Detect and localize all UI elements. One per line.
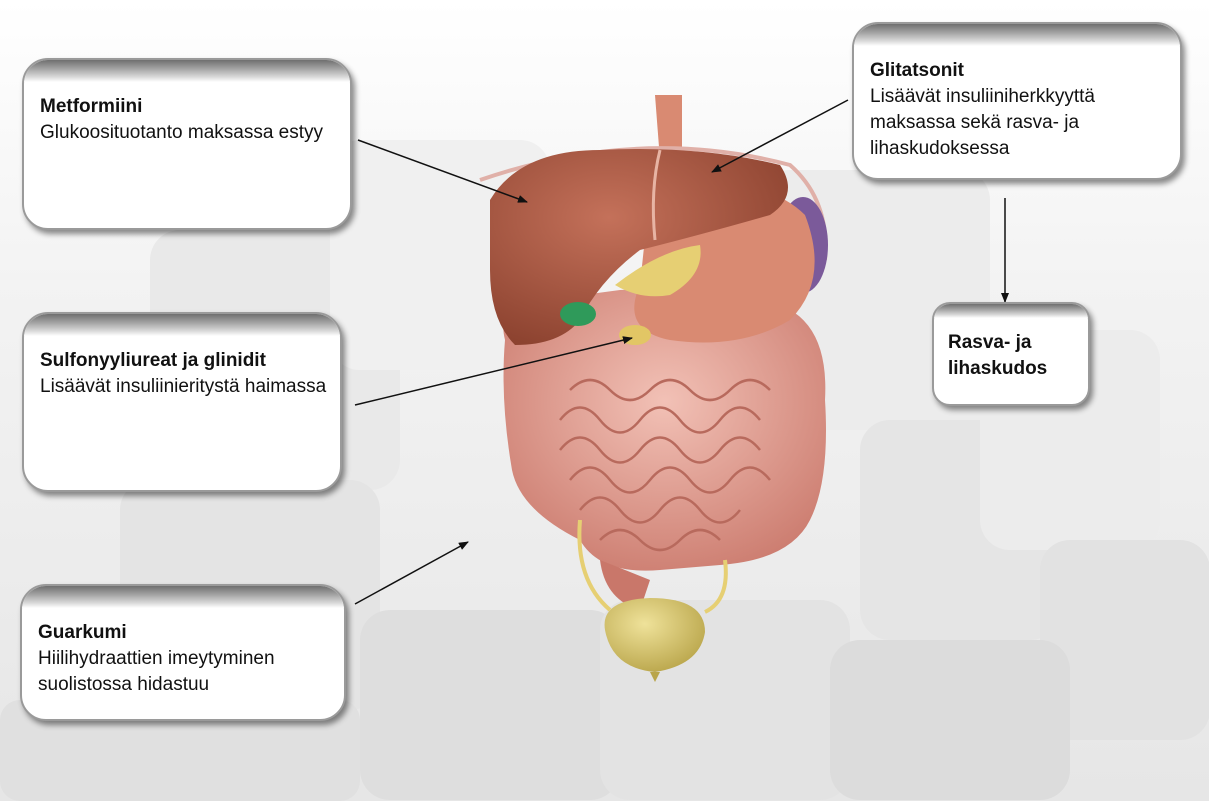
callout-header-band xyxy=(934,304,1088,318)
callout-title: Glitatsonit xyxy=(870,58,1170,84)
callout-glitatsonit: Glitatsonit Lisäävät insuliiniherkkyyttä… xyxy=(852,22,1182,180)
callout-text: Lisäävät insuliinieritystä haimassa xyxy=(40,374,330,400)
callout-title: Guarkumi xyxy=(38,620,334,646)
duodenum xyxy=(619,325,651,345)
callout-rasva-lihaskudos: Rasva- ja lihaskudos xyxy=(932,302,1090,406)
callout-text: Glukoosituotanto maksassa estyy xyxy=(40,120,340,146)
callout-header-band xyxy=(22,586,344,608)
callout-header-band xyxy=(854,24,1180,46)
callout-text: Hiilihydraattien imeytyminen suolistossa… xyxy=(38,646,334,698)
callout-title: Sulfonyyliureat ja glinidit xyxy=(40,348,330,374)
callout-guarkumi: Guarkumi Hiilihydraattien imeytyminen su… xyxy=(20,584,346,721)
callout-title: Metformiini xyxy=(40,94,340,120)
callout-sulfonyyliureat: Sulfonyyliureat ja glinidit Lisäävät ins… xyxy=(22,312,342,492)
callout-text: Lisäävät insuliiniherkkyyttä maksassa se… xyxy=(870,84,1170,162)
callout-title: Rasva- ja lihaskudos xyxy=(948,330,1078,382)
gallbladder xyxy=(560,302,596,326)
callout-header-band xyxy=(24,314,340,336)
callout-metformin: Metformiini Glukoosituotanto maksassa es… xyxy=(22,58,352,230)
callout-header-band xyxy=(24,60,350,82)
